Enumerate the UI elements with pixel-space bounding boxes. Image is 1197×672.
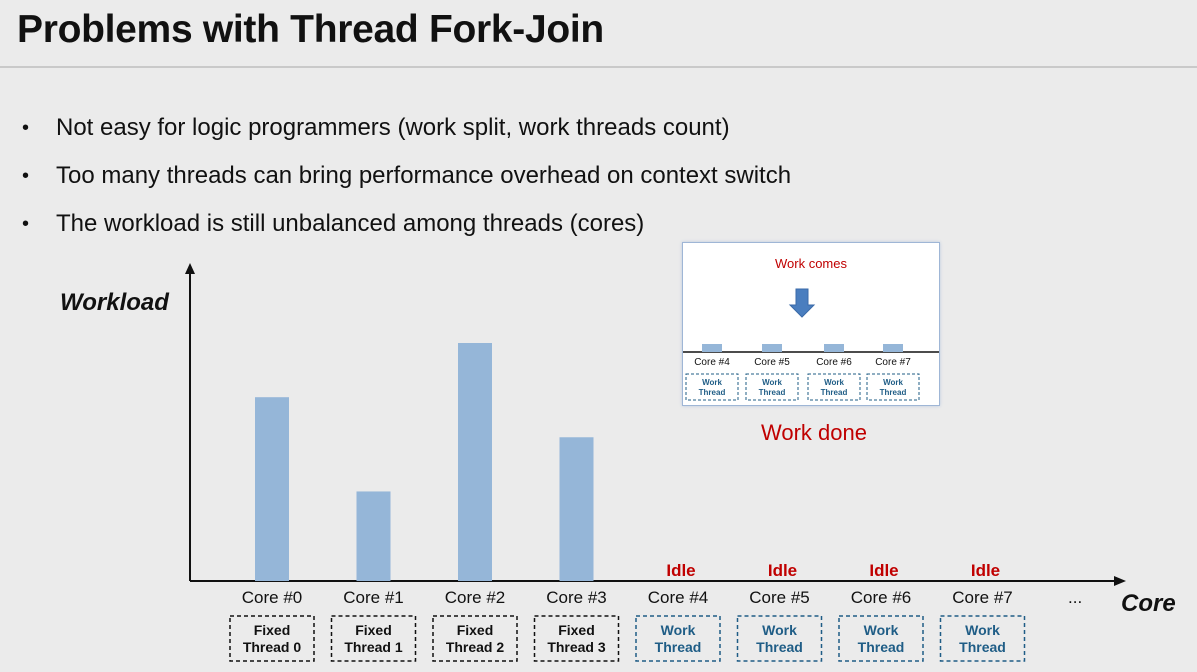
thread-label-line1-7: Work	[965, 622, 1000, 638]
thread-label-line2-1: Thread 1	[344, 639, 403, 655]
thread-label-line2-0: Thread 0	[243, 639, 302, 655]
y-axis-label: Workload	[60, 289, 170, 316]
thread-label-line1-0: Fixed	[254, 622, 291, 638]
idle-label-6: Idle	[869, 561, 898, 580]
thread-box-3	[533, 615, 620, 662]
x-axis-ellipsis: ...	[1068, 588, 1082, 607]
bullet-item: • Not easy for logic programmers (work sp…	[22, 104, 791, 152]
thread-label-line2-4: Thread	[655, 639, 702, 655]
thread-label-line1-1: Fixed	[355, 622, 392, 638]
inset-thread-line1-1: Work	[762, 378, 782, 387]
idle-label-4: Idle	[666, 561, 695, 580]
inset-thread-line1-3: Work	[883, 378, 903, 387]
x-tick-label-4: Core #4	[648, 588, 708, 607]
inset-core-label-1: Core #5	[754, 357, 790, 368]
thread-label-line2-7: Thread	[959, 639, 1006, 655]
x-tick-label-6: Core #6	[851, 588, 911, 607]
thread-label-line2-5: Thread	[756, 639, 803, 655]
down-arrow-icon	[788, 288, 816, 318]
bullet-item: • Too many threads can bring performance …	[22, 152, 791, 200]
bullet-text: Too many threads can bring performance o…	[56, 162, 792, 189]
thread-box-2	[432, 615, 518, 662]
inset-thread-line2-1: Thread	[759, 388, 786, 397]
thread-label-line1-3: Fixed	[558, 622, 595, 638]
title-divider	[0, 66, 1197, 68]
thread-label-line2-2: Thread 2	[446, 639, 505, 655]
thread-box-1	[330, 615, 417, 662]
idle-label-5: Idle	[768, 561, 797, 580]
inset-thread-line1-2: Work	[824, 378, 844, 387]
inset-bar-0	[702, 344, 722, 352]
x-tick-label-3: Core #3	[546, 588, 606, 607]
thread-label-line1-5: Work	[762, 622, 797, 638]
x-axis-arrowhead	[1114, 576, 1126, 586]
bar-0	[255, 397, 289, 581]
thread-label-line1-6: Work	[864, 622, 899, 638]
thread-box-7	[939, 615, 1026, 662]
x-tick-label-1: Core #1	[343, 588, 403, 607]
y-axis-arrowhead	[185, 263, 195, 274]
work-done-label: Work done	[761, 420, 867, 445]
inset-core-label-2: Core #6	[816, 357, 852, 368]
inset-thread-box-1	[745, 373, 799, 401]
x-tick-label-0: Core #0	[242, 588, 302, 607]
slide-title: Problems with Thread Fork-Join	[17, 8, 604, 51]
thread-box-5	[736, 615, 823, 662]
inset-thread-line2-3: Thread	[880, 388, 907, 397]
inset-core-label-3: Core #7	[875, 357, 911, 368]
inset-thread-line2-0: Thread	[699, 388, 726, 397]
x-axis-label: Core	[1121, 590, 1176, 617]
bar-1	[356, 491, 391, 581]
inset-core-label-0: Core #4	[694, 357, 730, 368]
bar-2	[458, 343, 492, 581]
thread-label-line1-4: Work	[661, 622, 696, 638]
idle-label-7: Idle	[971, 561, 1000, 580]
bullet-text: Not easy for logic programmers (work spl…	[56, 114, 730, 141]
bullet-marker: •	[22, 213, 30, 235]
x-tick-label-2: Core #2	[445, 588, 505, 607]
bullet-text: The workload is still unbalanced among t…	[56, 210, 645, 237]
inset-thread-line1-0: Work	[702, 378, 722, 387]
thread-label-line2-6: Thread	[858, 639, 905, 655]
bullet-item: • The workload is still unbalanced among …	[22, 200, 791, 248]
work-comes-label: Work comes	[775, 256, 847, 271]
thread-label-line2-3: Thread 3	[547, 639, 606, 655]
inset-thread-line2-2: Thread	[821, 388, 848, 397]
thread-label-line1-2: Fixed	[457, 622, 494, 638]
x-tick-label-7: Core #7	[952, 588, 1012, 607]
inset-thread-box-0	[685, 373, 739, 401]
thread-box-0	[229, 615, 315, 662]
thread-box-4	[635, 615, 721, 662]
bullet-list: • Not easy for logic programmers (work sp…	[22, 104, 791, 248]
inset-bar-1	[762, 344, 782, 352]
inset-bar-2	[824, 344, 844, 352]
bar-3	[559, 437, 594, 581]
bullet-marker: •	[22, 117, 30, 139]
inset-thread-box-2	[807, 373, 861, 401]
inset-thread-box-3	[866, 373, 920, 401]
x-tick-label-5: Core #5	[749, 588, 809, 607]
thread-box-6	[838, 615, 924, 662]
inset-bar-3	[883, 344, 903, 352]
bullet-marker: •	[22, 165, 30, 187]
